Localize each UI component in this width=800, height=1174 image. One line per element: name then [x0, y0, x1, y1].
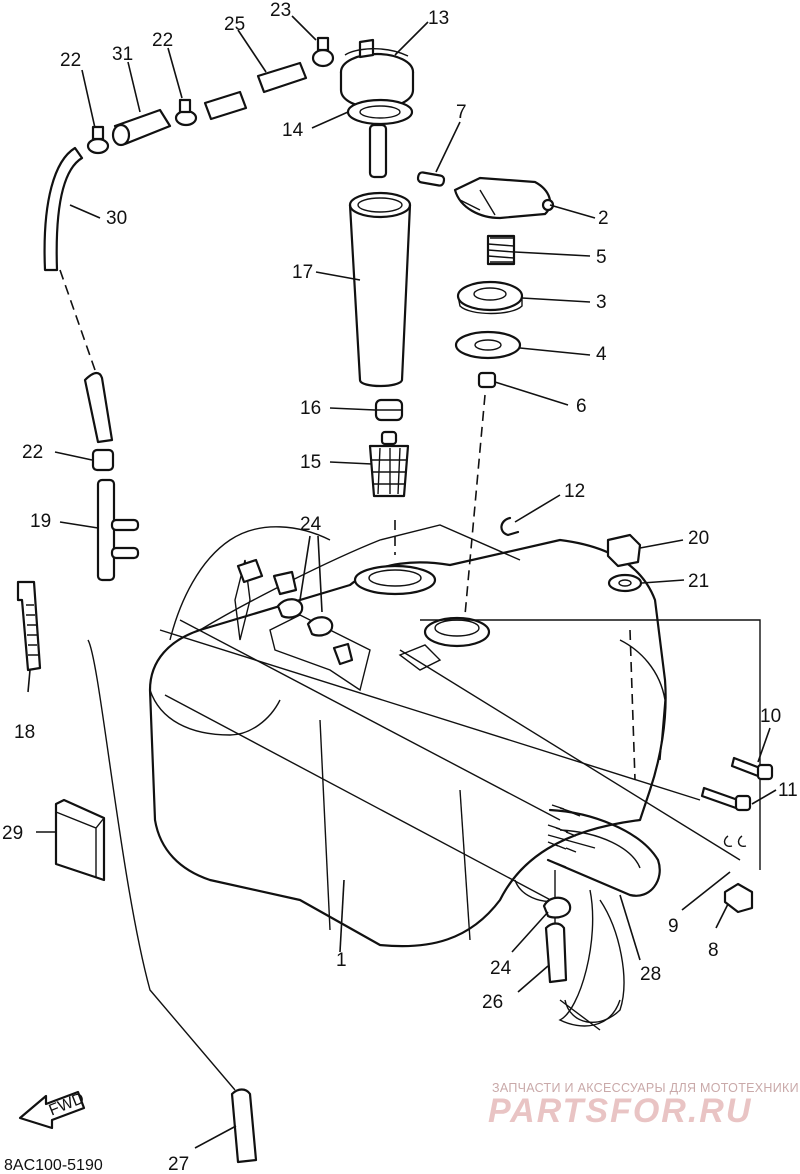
callout-13: 13 [428, 8, 449, 29]
callout-12: 12 [564, 481, 585, 502]
fuel-tank [148, 524, 667, 1027]
callout-20: 20 [688, 528, 709, 549]
callout-19: 19 [30, 511, 51, 532]
callout-8: 8 [708, 940, 719, 961]
callout-24-lower: 24 [490, 958, 512, 979]
callout-18: 18 [14, 722, 35, 743]
watermark-caption: ЗАПЧАСТИ И АКСЕССУАРЫ ДЛЯ МОТОТЕХНИКИ [492, 1081, 799, 1095]
part-13-fuel-pump-cap [339, 38, 415, 179]
callout-1: 1 [336, 950, 347, 971]
drawing-code: 8AC100-5190 [4, 1157, 103, 1174]
callout-5: 5 [596, 247, 607, 268]
callout-31: 31 [112, 44, 133, 65]
callout-11: 11 [778, 780, 798, 801]
part-24-clip-lower [542, 896, 572, 919]
leader-lines [27, 15, 777, 1149]
part-23-clamp [311, 36, 335, 68]
part-6-nut [477, 371, 497, 389]
callout-28: 28 [640, 964, 661, 985]
part-3-seat [456, 280, 524, 315]
callout-22-top-right: 22 [152, 30, 173, 51]
part-12-clip [500, 516, 520, 537]
part-22-clamp-c [91, 448, 115, 472]
part-4-gasket [454, 330, 522, 360]
callout-27: 27 [168, 1154, 189, 1174]
callout-30: 30 [106, 208, 127, 229]
callout-10: 10 [760, 706, 781, 727]
callout-23: 23 [270, 0, 291, 21]
part-25-hose-b [256, 61, 308, 94]
part-10-bolt [730, 756, 774, 781]
part-18-band [16, 580, 42, 672]
part-15-fuel-filter [368, 430, 410, 498]
part-16-clip [374, 398, 404, 422]
callout-4: 4 [596, 344, 607, 365]
callout-6: 6 [576, 396, 587, 417]
part-22-clamp-b [174, 98, 198, 127]
part-20-cap-nut [606, 533, 642, 568]
callout-22-top-left: 22 [60, 50, 81, 71]
part-27-hose [230, 1088, 258, 1164]
callout-3: 3 [596, 292, 607, 313]
part-31-joint [111, 108, 172, 147]
part-30-hose [43, 146, 84, 272]
part-17-filler-tube [348, 191, 412, 388]
breather-hose [546, 804, 661, 1024]
part-24-clips [236, 558, 354, 666]
callout-21: 21 [688, 571, 709, 592]
part-26-hose [544, 922, 568, 984]
part-11-bolt [700, 786, 752, 812]
part-8-damper [723, 882, 754, 914]
part-7-pin [416, 171, 446, 187]
callout-17: 17 [292, 262, 313, 283]
callout-16: 16 [300, 398, 321, 419]
part-21-washer [607, 573, 643, 593]
part-14-gasket [346, 98, 414, 126]
part-25-hose [203, 90, 248, 121]
watermark-logo-text: PARTSFOR.RU [488, 1092, 752, 1130]
callout-7: 7 [456, 102, 467, 123]
callout-15: 15 [300, 452, 321, 473]
alignment-lines [59, 269, 761, 1091]
callout-22-mid: 22 [22, 442, 43, 463]
part-5-spring [486, 234, 516, 266]
callout-2: 2 [598, 208, 609, 229]
hose-segment [83, 371, 114, 444]
callout-24-upper: 24 [300, 514, 322, 535]
part-2-cap-cover [453, 176, 555, 220]
watermark-logo: ЗАПЧАСТИ И АКСЕССУАРЫ ДЛЯ МОТОТЕХНИКИ PA… [488, 1081, 799, 1130]
callout-9: 9 [668, 916, 679, 937]
callout-25: 25 [224, 14, 245, 35]
part-22-clamp-a [86, 125, 110, 155]
part-29-pad [54, 798, 106, 882]
callout-29: 29 [2, 823, 23, 844]
fwd-arrow-icon: FWD [18, 1090, 87, 1130]
callout-26: 26 [482, 992, 503, 1013]
part-19-fuel-cock [96, 478, 140, 582]
part-9-clip [723, 835, 747, 848]
callout-14: 14 [282, 120, 304, 141]
